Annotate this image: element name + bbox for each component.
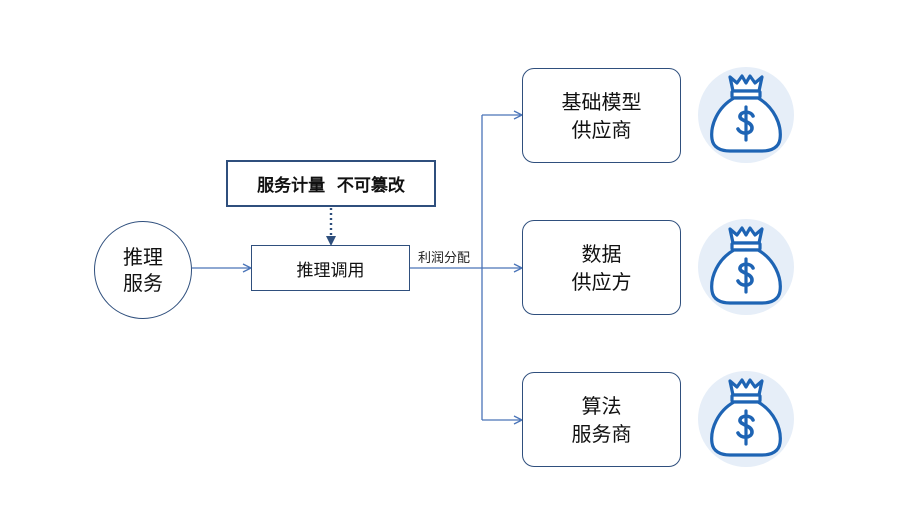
service-node-line1: 推理 (123, 245, 163, 269)
provider-box-data: 数据 供应方 (522, 220, 681, 315)
metering-box: 服务计量 不可篡改 (226, 160, 436, 207)
provider-2-line1: 数据 (581, 241, 622, 266)
inference-call-box: 推理调用 (251, 245, 410, 291)
provider-3-line2: 服务商 (571, 421, 632, 446)
provider-2-line2: 供应方 (571, 269, 632, 294)
profit-distribution-label: 利润分配 (418, 251, 471, 266)
provider-box-algorithm: 算法 服务商 (522, 372, 681, 467)
inference-service-node: 推理 服务 (94, 221, 192, 319)
provider-box-foundation-model: 基础模型 供应商 (522, 68, 681, 163)
provider-1-line2: 供应商 (571, 117, 632, 142)
money-bag-dollar-icon (698, 67, 794, 163)
money-bag-dollar-icon (698, 371, 794, 467)
service-node-line2: 服务 (123, 271, 163, 295)
provider-3-line1: 算法 (581, 393, 622, 418)
provider-1-line1: 基础模型 (561, 89, 642, 114)
call-box-label: 推理调用 (296, 260, 365, 281)
money-bag-dollar-icon (698, 219, 794, 315)
metering-label: 服务计量 不可篡改 (257, 176, 405, 196)
